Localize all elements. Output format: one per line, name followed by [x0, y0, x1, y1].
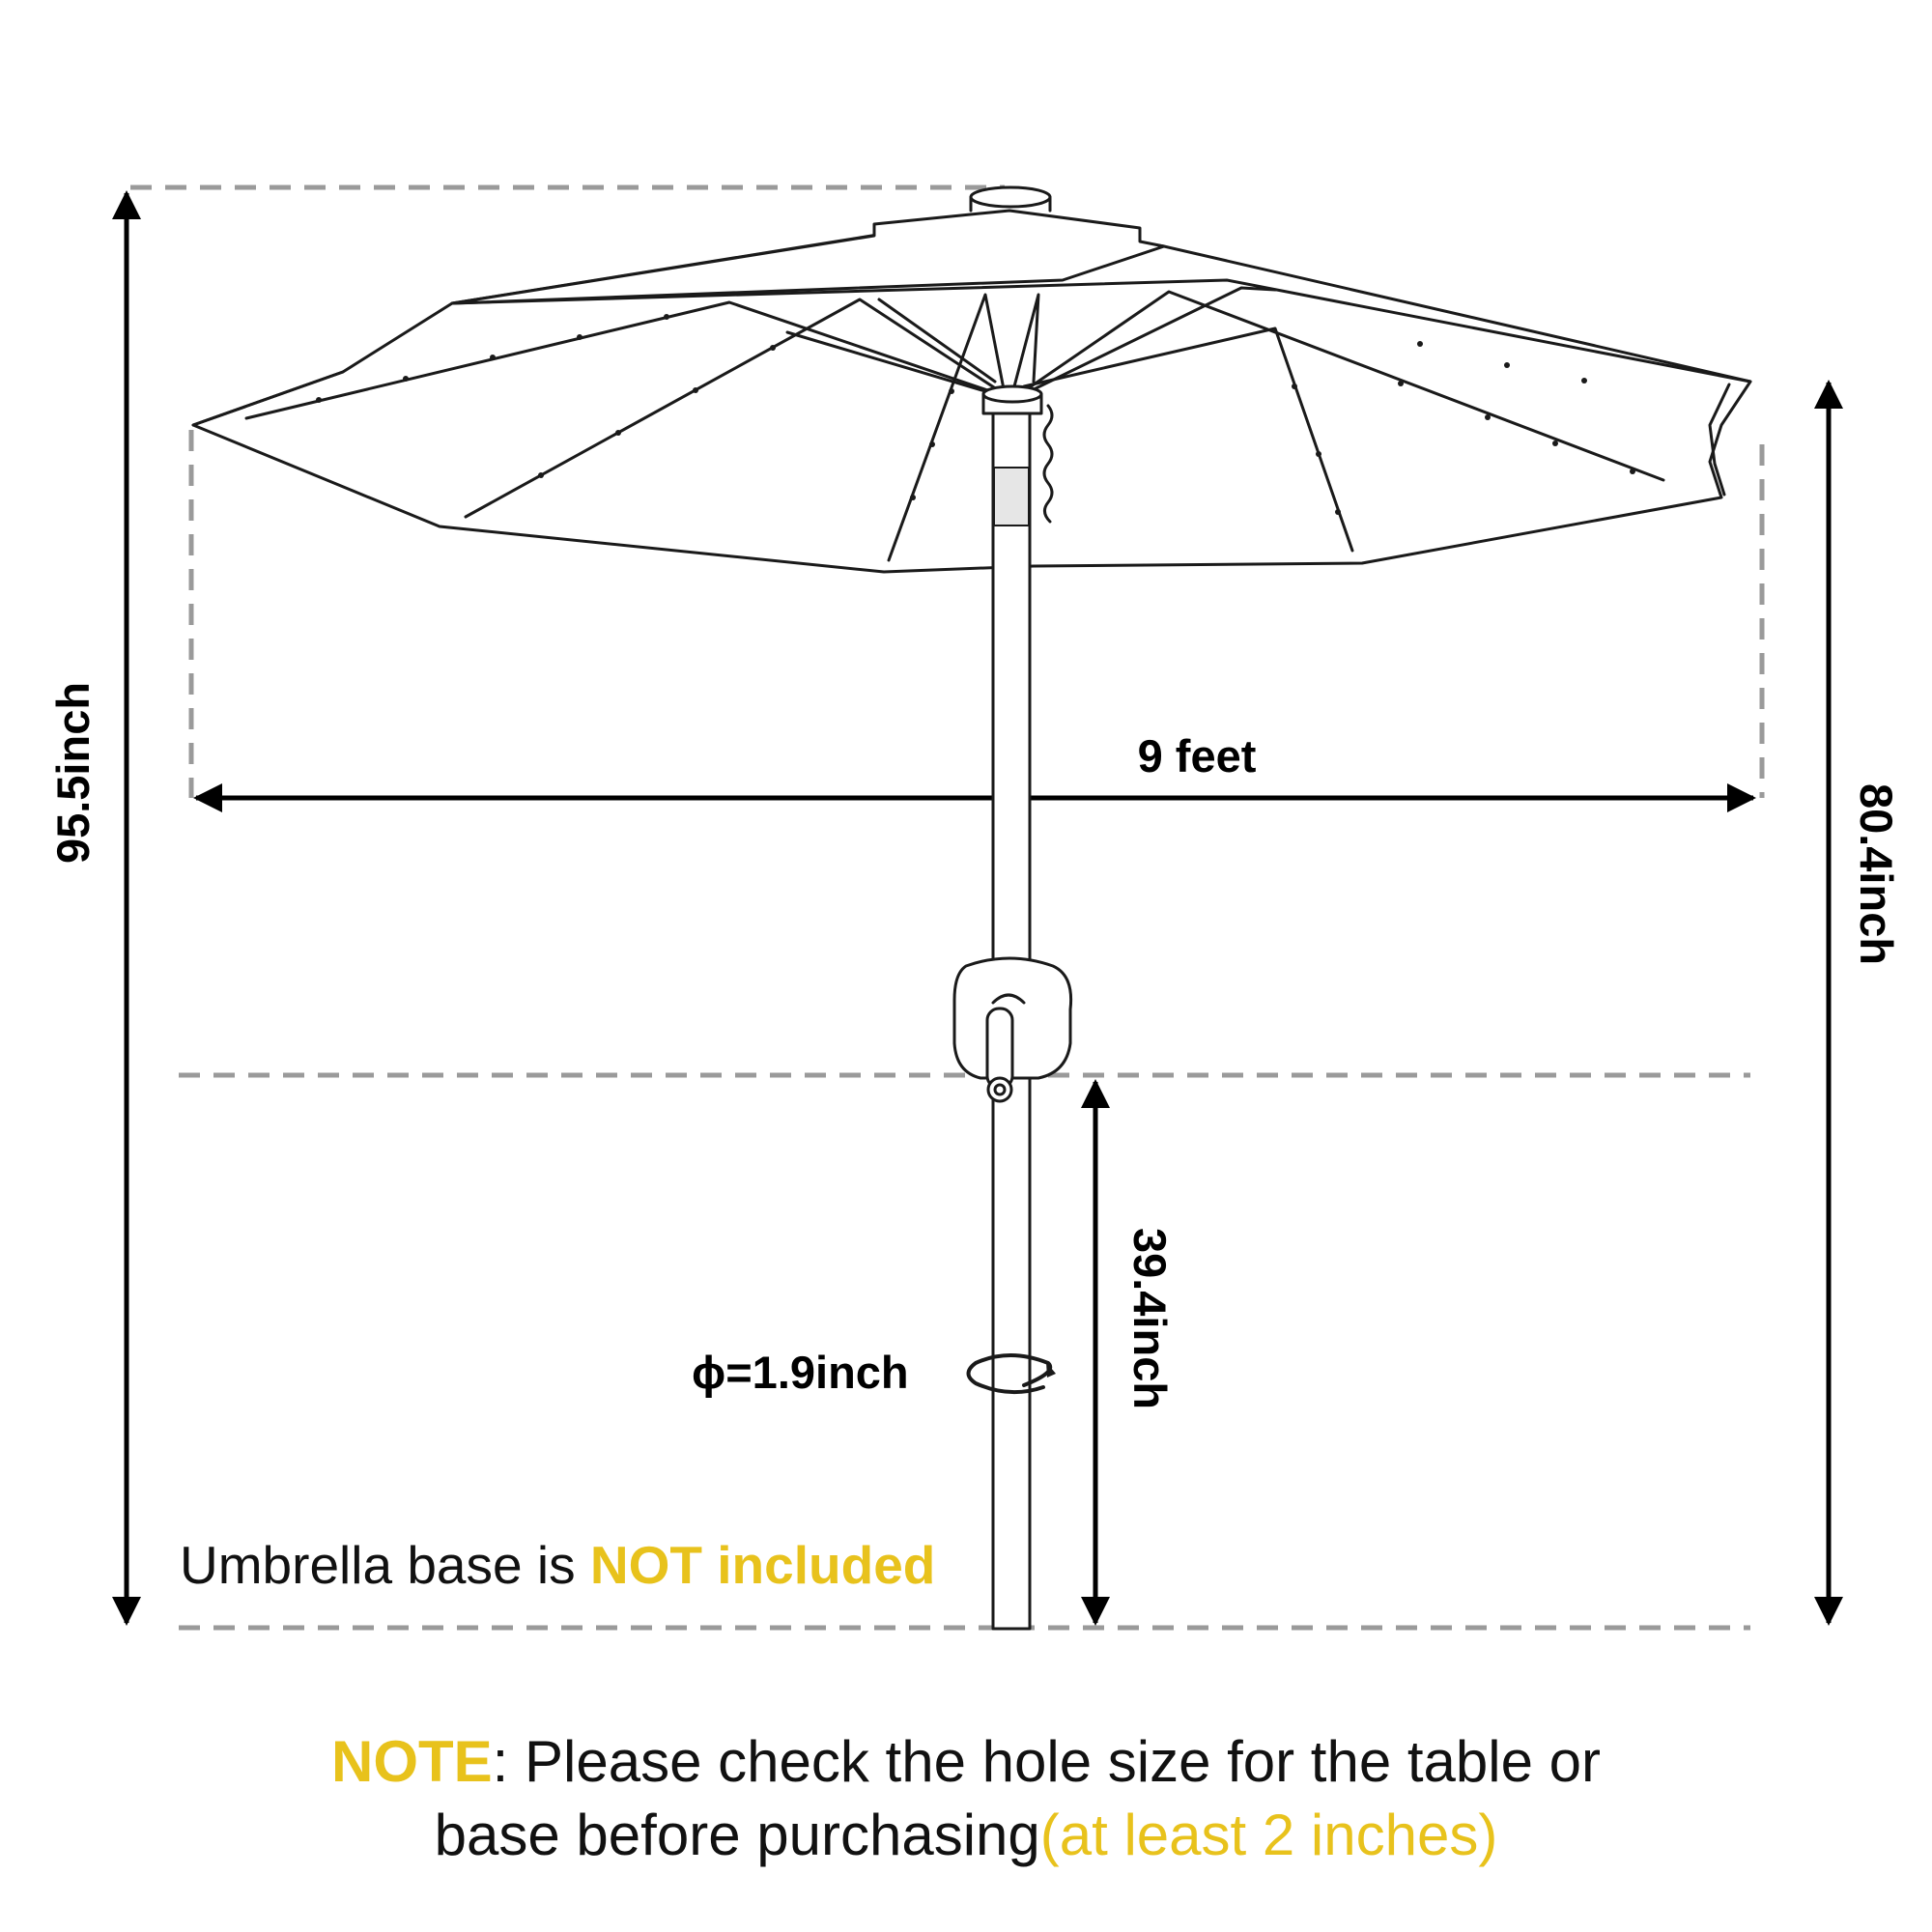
- ribs: [244, 286, 1665, 562]
- note-line-2-highlight: (at least 2 inches): [1039, 1803, 1498, 1867]
- rotation-arrowhead-icon: [1046, 1362, 1056, 1378]
- canopy-left-edge: [191, 370, 345, 427]
- guide-lines: [130, 185, 1765, 1631]
- pole-below-crank-label: 39.4inch: [1124, 1228, 1176, 1409]
- canopy-hub-top: [981, 384, 1043, 404]
- crank-rotate-mark: [991, 993, 1026, 1005]
- base-note-highlight: NOT included: [589, 1535, 936, 1595]
- canopy-width-label: 9 feet: [1138, 730, 1257, 781]
- total-height-label: 95.5inch: [47, 682, 99, 864]
- umbrella-illustration: [191, 185, 1752, 1631]
- base-note-prefix: Umbrella base is: [180, 1535, 590, 1595]
- note-line-2-text: base before purchasing: [434, 1803, 1040, 1867]
- tilt-cord: [1042, 404, 1054, 524]
- pole-diameter-label: ϕ=1.9inch: [692, 1347, 909, 1398]
- crank-handle: [985, 1007, 1014, 1090]
- note-line-1-text: : Please check the hole size for the tab…: [492, 1729, 1601, 1794]
- canopy-inner-edge: [450, 278, 1752, 384]
- purchase-note-line-1: NOTE: Please check the hole size for the…: [0, 1725, 1932, 1799]
- top-cap: [969, 185, 1052, 209]
- dimension-arrows: [112, 190, 1843, 1626]
- canopy-top: [450, 209, 1166, 305]
- note-label: NOTE: [331, 1729, 493, 1794]
- tilt-collar: [993, 467, 1030, 526]
- canopy-edge-height-label: 80.4inch: [1851, 783, 1902, 965]
- base-not-included-note: Umbrella base is NOT included: [180, 1534, 935, 1596]
- top-cap-side: [969, 195, 1052, 213]
- crank-knob: [986, 1076, 1013, 1103]
- canopy-right-scallop: [1708, 383, 1731, 497]
- crank-knob-center: [993, 1083, 1007, 1096]
- purchase-note-line-2: base before purchasing(at least 2 inches…: [0, 1799, 1932, 1872]
- led-light-dots: [316, 314, 1635, 515]
